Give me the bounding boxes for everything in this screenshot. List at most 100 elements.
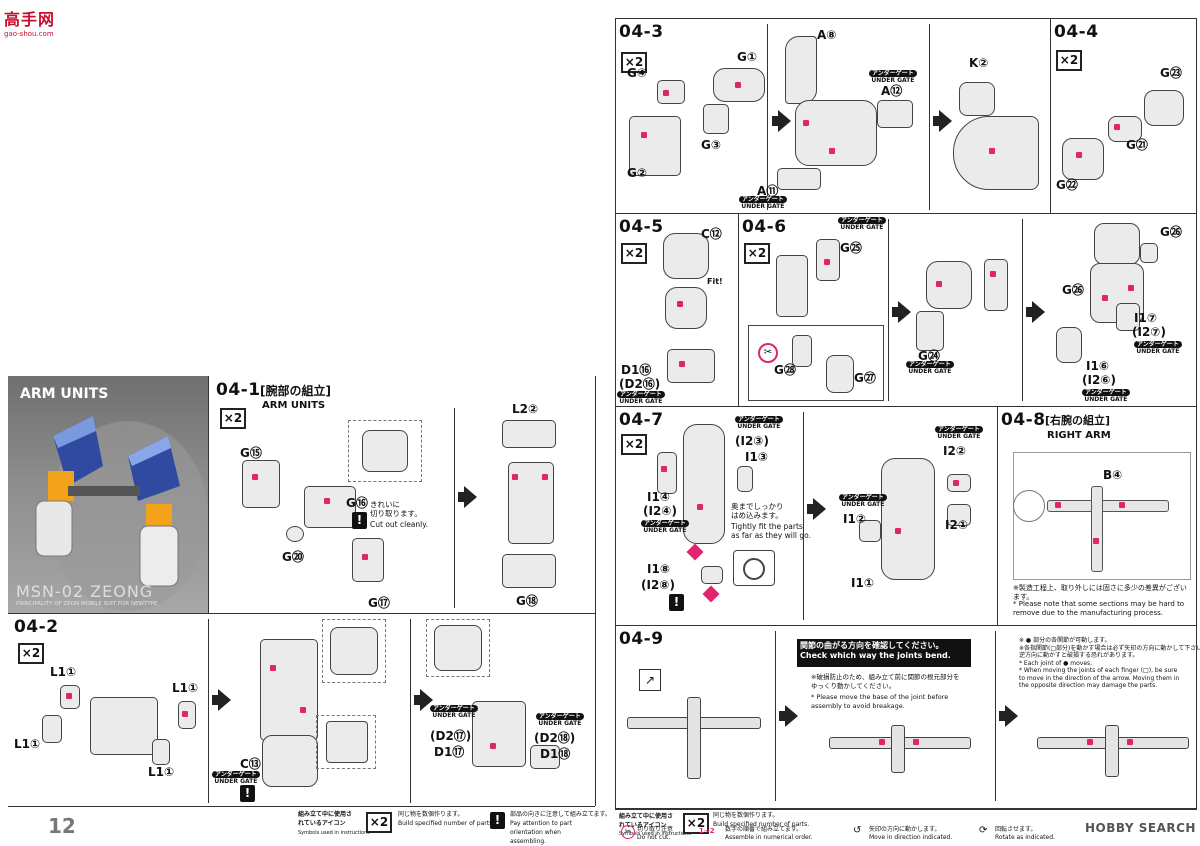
do-not-cut-icon: ✂ xyxy=(758,343,778,363)
legend-warning-en: Pay attention to part orientation when a… xyxy=(510,820,572,845)
next-arrow xyxy=(464,486,477,508)
page-number: 12 xyxy=(48,814,76,838)
label-b4: B④ xyxy=(1103,468,1123,482)
sprue-note-en: * Please note that some sections may be … xyxy=(1013,600,1185,617)
step-title-jp: [腕部の組立] xyxy=(260,384,331,398)
part-forearm-final xyxy=(472,701,526,767)
part-forearm-final xyxy=(881,458,935,580)
legend-title-en: Symbols used in instructions xyxy=(298,830,370,836)
label-g15: G⑮ xyxy=(240,446,262,460)
label-g17: G⑰ xyxy=(368,596,390,610)
part-d1-16 xyxy=(667,349,715,383)
label-c12: C⑫ xyxy=(701,227,722,241)
label-d2-17: (D2⑰) xyxy=(430,729,472,743)
detail-ring-box xyxy=(733,550,775,586)
joint-frame-v xyxy=(891,725,905,773)
next-arrow xyxy=(898,301,911,323)
label-d2-18: (D2⑱) xyxy=(534,731,576,745)
label-d1-18: D1⑱ xyxy=(540,747,571,761)
part-elbow xyxy=(304,486,356,528)
right-legend-bar: 組み立て中に使用されているアイコン Symbols used in instru… xyxy=(615,808,1196,841)
label-g1: G① xyxy=(737,50,758,64)
legend-order-en: Assemble in numerical order. xyxy=(725,834,813,841)
step-number: 04-7 xyxy=(619,410,664,430)
multiplier-badge: ×2 xyxy=(621,52,647,73)
cut-cleanly-note-jp: きれいに 切り取ります。 xyxy=(370,500,422,518)
part-forearm-column xyxy=(683,424,725,544)
multiplier-badge: ×2 xyxy=(18,643,44,664)
step-number: 04-4 xyxy=(1054,22,1099,42)
part-i1-2 xyxy=(859,520,881,542)
right-page-frame xyxy=(615,18,1197,810)
part-elbow-joint xyxy=(665,287,707,329)
part-hand-assembly xyxy=(926,261,972,309)
part-forearm-shell xyxy=(260,639,318,741)
part-finger-block xyxy=(984,259,1008,311)
label-i2-6: (I2⑥) xyxy=(1082,373,1116,387)
next-arrow xyxy=(813,498,826,520)
arm-units-title: ARM UNITS xyxy=(20,386,109,402)
part-clip-4 xyxy=(152,739,170,765)
next-arrow xyxy=(1032,301,1045,323)
sprue-note-jp: ※製造工程上、取り外しには固さに多少の差異がございます。 xyxy=(1013,584,1187,601)
part-forearm xyxy=(352,538,384,582)
part-i2-2 xyxy=(947,474,971,492)
part-c12 xyxy=(663,233,709,279)
step-circle-1 xyxy=(686,543,704,561)
check-joint-jp: 関節の曲がる方向を確認してください。 xyxy=(800,641,944,650)
detail-box-top xyxy=(322,619,386,683)
multiplier-badge: ×2 xyxy=(621,243,647,264)
detail-top-square xyxy=(330,627,378,675)
warning-icon: ! xyxy=(352,512,367,529)
label-g4: G④ xyxy=(627,66,648,80)
detail-joint xyxy=(362,430,408,472)
legend-icon-do-not-cut: ✂ xyxy=(621,825,635,839)
legend-icon-warning: ! xyxy=(490,812,505,829)
legend-rotate-jp: 回転させます。 xyxy=(995,826,1037,833)
part-i1-6 xyxy=(1056,327,1082,363)
part-g24 xyxy=(916,311,944,351)
arm-units-photo-panel: ARM UNITS MSN-02 ZEONG PRINCIPALITY OF Z… xyxy=(8,376,208,613)
label-l2-2: L2② xyxy=(512,402,539,416)
label-i2-7: (I2⑦) xyxy=(1132,325,1166,339)
label-g22: G㉒ xyxy=(1056,178,1078,192)
next-arrow xyxy=(939,110,952,132)
site-logo-text: 高手网 xyxy=(4,10,56,29)
step-04-4: 04-4 ×2 G㉓ G㉑ G㉒ xyxy=(1052,20,1194,212)
part-shoulder-armor xyxy=(953,116,1039,190)
fit-tight-note-en: Tightly fit the parts as far as they wil… xyxy=(731,522,811,540)
label-g21: G㉑ xyxy=(1126,138,1148,152)
joint-move-note: ※ ● 部分の各関節が可動します。 ※各指関節(□部分)を動かす場合は必ず矢印の… xyxy=(1019,637,1200,689)
step-number: 04-5 xyxy=(619,217,664,237)
part-hand-frame xyxy=(776,255,808,317)
label-g20: G⑳ xyxy=(282,550,304,564)
next-arrow xyxy=(218,689,231,711)
label-l1-1c: L1① xyxy=(14,737,41,751)
part-g3 xyxy=(703,104,729,134)
model-name: MSN-02 ZEONG xyxy=(16,582,154,601)
step-number: 04-6 xyxy=(742,217,787,237)
detail-box-bottom xyxy=(316,715,376,769)
part-upper-block xyxy=(502,420,556,448)
legend-do-not-cut-jp: 切り取り注意 xyxy=(637,826,674,833)
legend-title-en: Symbols used in instructions xyxy=(619,831,691,837)
site-logo: 高手网 gao-shou.com xyxy=(4,6,55,38)
legend-order-jp: 数字の順番で組み立てます。 xyxy=(725,826,803,833)
label-d1-16: D1⑯ xyxy=(621,363,652,377)
part-cylinder xyxy=(286,526,304,542)
part-i1-8 xyxy=(701,566,723,584)
step-number: 04-9 xyxy=(619,629,664,649)
next-arrow xyxy=(420,689,433,711)
legend-do-not-cut-en: Do not cut. xyxy=(637,834,671,841)
detail-ring xyxy=(743,558,765,580)
part-k2 xyxy=(959,82,995,116)
